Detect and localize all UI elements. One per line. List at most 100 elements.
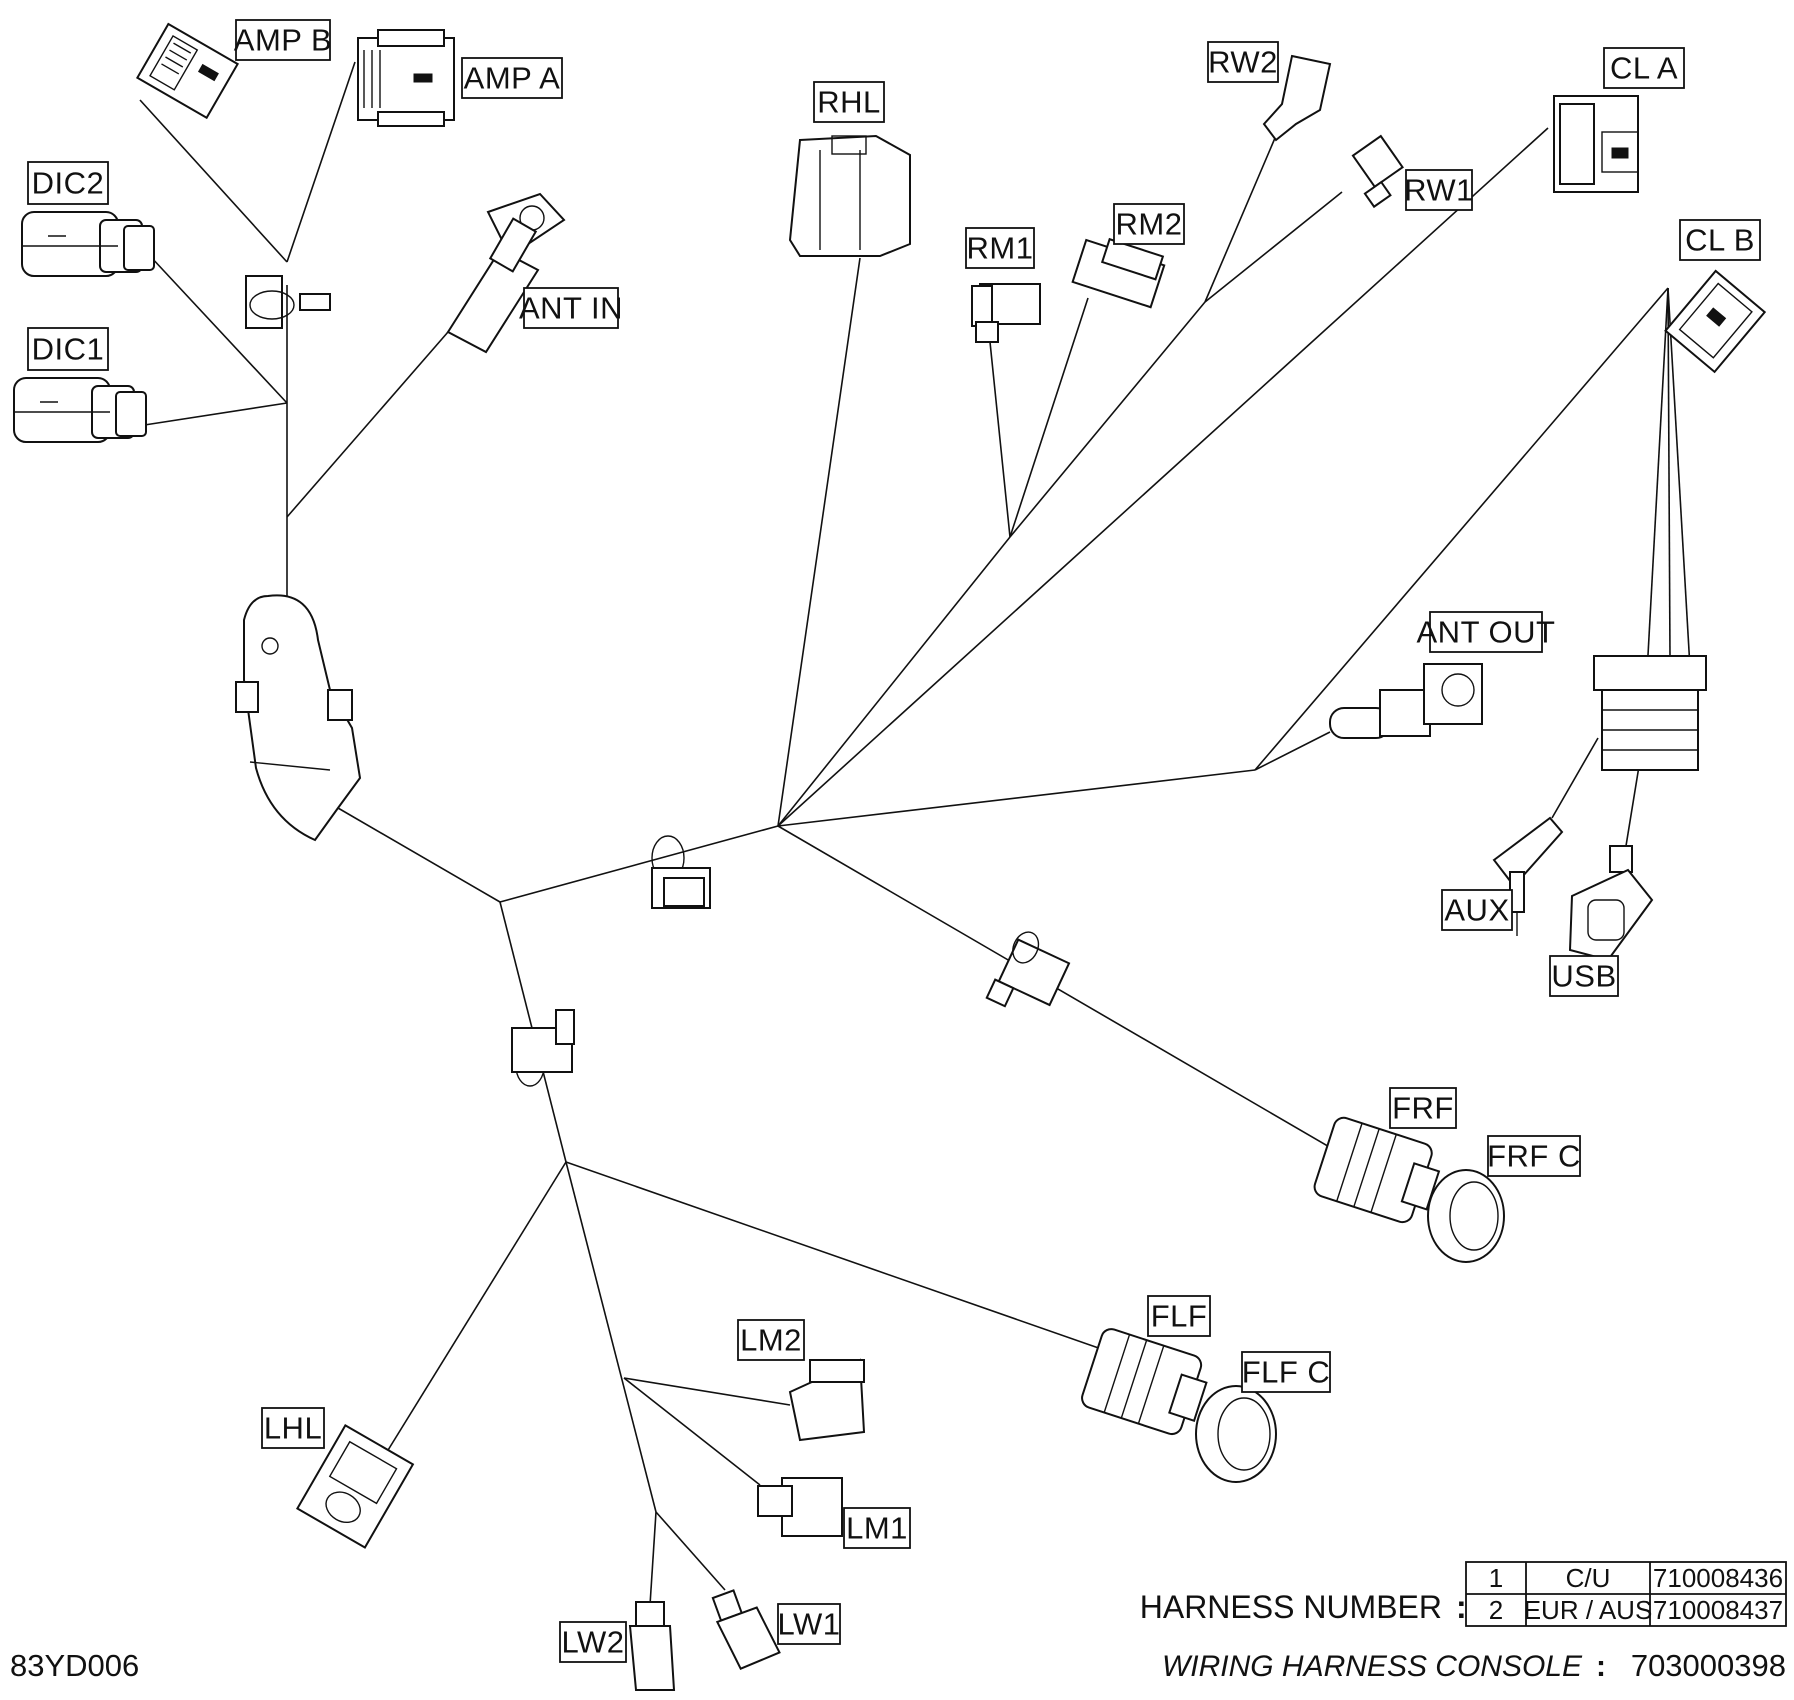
wire-ant-out <box>1254 731 1331 771</box>
label-ant-out: ANT OUT <box>1417 611 1556 653</box>
wire-lm1 <box>623 1377 761 1486</box>
ant-out-connector-icon <box>1329 663 1483 739</box>
label-lw2: LW2 <box>559 1621 627 1663</box>
harness-row-1-index: 1 <box>1489 1563 1503 1593</box>
wire-clb-usbhub-1 <box>1647 287 1669 656</box>
wire-lw2 <box>649 1511 657 1606</box>
wire-junction-to-hub <box>499 825 779 903</box>
rhl-connector-icon <box>788 134 911 257</box>
label-usb: USB <box>1549 955 1619 997</box>
rm1-connector-icon <box>971 283 1041 343</box>
harness-row-2-index: 2 <box>1489 1595 1503 1625</box>
flf-connector-icon <box>1081 1328 1208 1436</box>
label-lm2-text: LM2 <box>740 1323 802 1358</box>
frf-c-cap-icon <box>1427 1169 1505 1263</box>
harness-boot-icon <box>235 594 362 842</box>
amp-b-connector-icon <box>135 22 240 120</box>
harness-row-1-region: C/U <box>1566 1563 1611 1593</box>
wire-clip-to-junction <box>337 807 501 903</box>
label-ant-in-text: ANT IN <box>519 291 623 326</box>
label-flf: FLF <box>1147 1295 1211 1337</box>
wire-clb-usbhub-3 <box>1667 287 1691 669</box>
label-lw1-text: LW1 <box>778 1607 841 1642</box>
connector-labels: AMP B AMP A DIC2 DIC1 ANT IN RHL RM1 RM2… <box>27 19 1761 1663</box>
label-dic1-text: DIC1 <box>32 332 105 367</box>
wire-aux <box>1551 737 1599 819</box>
amp-a-connector-icon <box>357 29 455 127</box>
wire-clb-usbhub-2 <box>1667 287 1671 659</box>
label-rm1: RM1 <box>965 227 1035 269</box>
wire-dic1 <box>137 402 288 427</box>
label-lw2-text: LW2 <box>562 1625 625 1660</box>
footer: 83YD006 WIRING HARNESS CONSOLE : 7030003… <box>10 1648 1786 1683</box>
wire-lhl <box>384 1161 567 1456</box>
label-frf-c-text: FRF C <box>1487 1139 1581 1174</box>
harness-title-colon: : <box>1596 1650 1606 1683</box>
harness-title: WIRING HARNESS CONSOLE <box>1162 1650 1583 1683</box>
wire-rw1 <box>1204 191 1343 303</box>
label-ant-out-text: ANT OUT <box>1417 615 1556 650</box>
harness-title-number: 703000398 <box>1631 1648 1786 1683</box>
harness-number-colon: : <box>1456 1589 1467 1625</box>
harness-number-label: HARNESS NUMBER <box>1140 1589 1442 1625</box>
label-dic1: DIC1 <box>27 327 109 371</box>
label-amp-a: AMP A <box>461 57 563 99</box>
harness-row-2-region: EUR / AUS <box>1524 1595 1653 1625</box>
label-ant-in: ANT IN <box>519 287 623 329</box>
label-dic2-text: DIC2 <box>32 166 105 201</box>
wire-rm2 <box>1009 297 1089 538</box>
wire-lower-branch <box>565 1161 657 1513</box>
wire-rm-to-rw <box>1009 301 1206 538</box>
label-flf-text: FLF <box>1151 1299 1208 1334</box>
dic2-connector-icon <box>21 211 155 277</box>
wire-hub-to-rm <box>777 536 1011 827</box>
label-lhl: LHL <box>261 1407 325 1449</box>
component-drawings <box>13 22 1767 1691</box>
aux-plug-icon <box>1492 816 1564 936</box>
harness-row-1-part: 710008436 <box>1653 1563 1783 1593</box>
ant-in-connector-icon <box>446 192 566 354</box>
cl-b-connector-icon <box>1664 269 1767 374</box>
clip-lower-icon <box>511 1009 575 1087</box>
wire-rw2 <box>1204 137 1276 303</box>
label-cl-b-text: CL B <box>1685 223 1755 258</box>
lhl-connector-icon <box>295 1423 415 1549</box>
harness-row-2-part: 710008437 <box>1653 1595 1783 1625</box>
label-lm1-text: LM1 <box>846 1511 908 1546</box>
label-rm2-text: RM2 <box>1116 207 1183 242</box>
wire-ant-in <box>286 331 449 518</box>
rw1-terminal-icon <box>1351 134 1404 209</box>
wire-lw1 <box>655 1511 726 1591</box>
label-rw1-text: RW1 <box>1404 173 1474 208</box>
lw2-terminal-icon <box>628 1601 676 1691</box>
trunk-clip-icon <box>245 275 331 329</box>
wire-lm2 <box>623 1377 791 1406</box>
label-amp-b-text: AMP B <box>234 23 332 58</box>
label-lm2: LM2 <box>737 1319 805 1361</box>
label-cl-b: CL B <box>1679 219 1761 261</box>
label-dic2: DIC2 <box>27 161 109 205</box>
rw2-terminal-icon <box>1262 54 1332 142</box>
label-cl-a: CL A <box>1603 47 1685 89</box>
label-lw1: LW1 <box>777 1603 841 1645</box>
wire-rhl <box>777 257 861 827</box>
frf-connector-icon <box>1313 1116 1441 1224</box>
wire-amp-b <box>139 99 288 263</box>
cl-a-connector-icon <box>1553 95 1639 193</box>
dic1-connector-icon <box>13 377 147 443</box>
label-lhl-text: LHL <box>264 1411 322 1446</box>
lm1-connector-icon <box>757 1477 843 1537</box>
wire-cl-b-trunk <box>1254 287 1669 771</box>
label-frf: FRF <box>1389 1087 1457 1129</box>
label-rw2: RW2 <box>1207 41 1279 83</box>
label-usb-text: USB <box>1551 959 1616 994</box>
label-cl-a-text: CL A <box>1610 51 1678 86</box>
wire-rm1 <box>989 341 1011 538</box>
label-lm1: LM1 <box>843 1507 911 1549</box>
flf-c-cap-icon <box>1195 1385 1277 1483</box>
label-rhl: RHL <box>813 81 885 123</box>
lm2-connector-icon <box>788 1358 866 1442</box>
label-aux-text: AUX <box>1444 893 1509 928</box>
label-rhl-text: RHL <box>817 85 881 120</box>
wire-flf <box>565 1161 1111 1353</box>
